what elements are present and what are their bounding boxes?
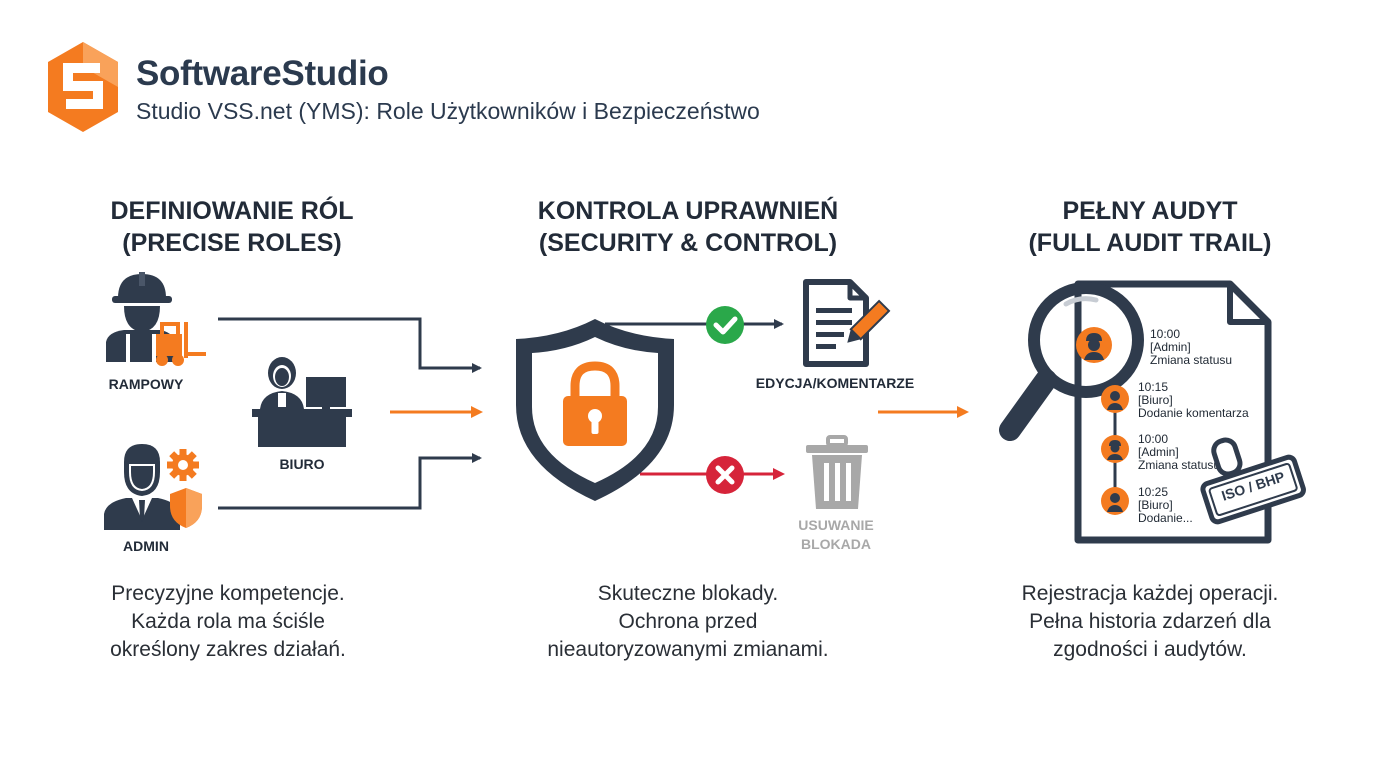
role-label-admin: ADMIN <box>123 538 169 554</box>
role-label-biuro: BIURO <box>279 456 325 472</box>
admin-user-icon <box>104 444 180 530</box>
biuro-office-icon <box>252 357 352 447</box>
description-audit: Rejestracja każdej operacji. Pełna histo… <box>1021 582 1279 661</box>
admin-shield-icon <box>170 488 202 528</box>
magnifier-icon <box>999 282 1144 441</box>
edit-document-icon <box>803 279 891 367</box>
allowed-label: EDYCJA/KOMENTARZE <box>755 375 915 391</box>
softwarestudio-logo-icon <box>48 42 118 132</box>
heading-permissions: KONTROLA UPRAWNIEŃ (SECURITY & CONTROL) <box>537 197 839 257</box>
audit-entry-3: 10:00 [Admin] Zmiana statusu <box>1138 432 1221 472</box>
brand-name: SoftwareStudio <box>136 54 389 93</box>
role-label-rampowy: RAMPOWY <box>108 376 184 392</box>
description-permissions: Skuteczne blokady. Ochrona przed nieauto… <box>547 582 829 661</box>
check-icon <box>706 306 744 344</box>
heading-roles: DEFINIOWANIE RÓL (PRECISE ROLES) <box>110 197 354 257</box>
gear-icon <box>167 449 199 481</box>
audit-document-icon <box>1074 280 1272 544</box>
lock-icon <box>563 361 627 446</box>
audit-avatar-admin-icon <box>1076 327 1112 363</box>
stamp-icon <box>1200 437 1306 525</box>
blocked-label: USUWANIE BLOKADA <box>798 517 874 552</box>
audit-entry-4: 10:25 [Biuro] Dodanie... <box>1138 485 1193 525</box>
brand-subtitle: Studio VSS.net (YMS): Role Użytkowników … <box>136 98 760 124</box>
audit-avatar-biuro-2-icon <box>1101 487 1129 515</box>
forklift-icon <box>156 322 206 366</box>
cross-icon <box>706 456 744 494</box>
audit-avatar-admin-2-icon <box>1101 435 1129 463</box>
audit-entry-2: 10:15 [Biuro] Dodanie komentarza <box>1138 380 1249 420</box>
trash-icon <box>806 435 868 509</box>
audit-avatar-biuro-icon <box>1101 385 1129 413</box>
heading-audit: PEŁNY AUDYT (FULL AUDIT TRAIL) <box>1028 197 1272 257</box>
description-roles: Precyzyjne kompetencje. Każda rola ma śc… <box>110 582 346 661</box>
audit-entry-1: 10:00 [Admin] Zmiana statusu <box>1150 327 1233 367</box>
